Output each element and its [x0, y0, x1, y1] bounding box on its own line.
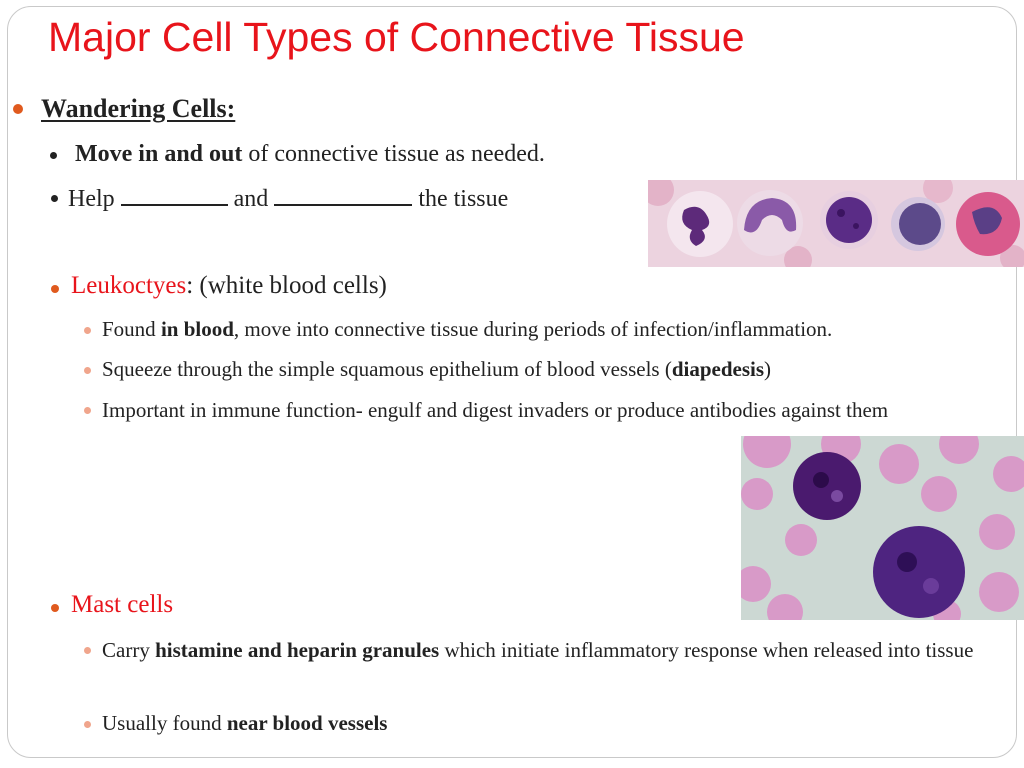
bullet-dot: [84, 721, 91, 728]
slide-title: Major Cell Types of Connective Tissue: [48, 14, 745, 60]
leukocytes-micrograph: [648, 180, 1024, 267]
bullet-dot: [51, 604, 59, 612]
bullet-dot: [51, 285, 59, 293]
mast-cells-found-text: Usually found near blood vessels: [102, 711, 388, 735]
bullet-dot: [50, 152, 57, 159]
mast-cells-heading: Mast cells: [71, 591, 174, 618]
bullet-dot: [13, 104, 23, 114]
mast-cells-micrograph: [741, 436, 1024, 620]
wandering-heading: Wandering Cells:: [41, 94, 236, 123]
fill-in-blank-1: [120, 184, 228, 206]
help-text: Help and the tissue: [68, 184, 509, 212]
leukocytes-found-text: Found in blood, move into connective tis…: [102, 317, 833, 341]
bullet-dot: [84, 647, 91, 654]
leukocytes-squeeze-text: Squeeze through the simple squamous epit…: [102, 357, 772, 381]
mast-cells-carry-text: Carry histamine and heparin granules whi…: [102, 638, 974, 662]
bullet-dot: [84, 407, 91, 414]
bullet-dot: [51, 195, 58, 202]
move-in-out-text: Move in and out of connective tissue as …: [75, 141, 545, 167]
leukocytes-immune-text: Important in immune function- engulf and…: [102, 398, 889, 422]
bullet-dot: [84, 367, 91, 374]
leukocytes-heading: Leukoctyes: (white blood cells): [71, 272, 387, 299]
slide-frame: [7, 6, 1017, 758]
bullet-dot: [84, 327, 91, 334]
fill-in-blank-2: [274, 184, 413, 206]
